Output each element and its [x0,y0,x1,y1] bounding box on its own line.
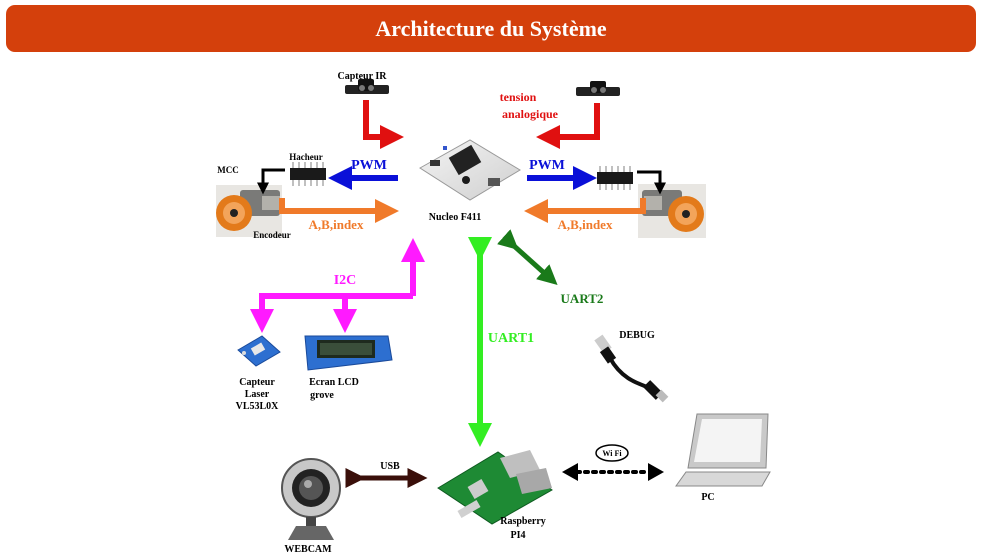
usb-debug-cable-icon [594,334,669,403]
laser-label-3: VL53L0X [236,401,280,412]
analog-voltage-label-1: tension [500,90,537,104]
enc-left-label: A,B,index [309,217,364,232]
raspberry-label-2: PI4 [511,530,526,541]
enc-right-label: A,B,index [558,217,613,232]
wifi-arrowhead-right [648,463,664,481]
motor-right-icon [638,184,706,238]
page-title: Architecture du Système [375,15,607,41]
nucleo-board-icon [419,139,521,201]
encodeur-label: Encodeur [253,230,291,240]
hacheur-to-motor-right-arrow [637,170,666,195]
raspberry-label-1: Raspberry [500,516,546,527]
title-banner: Architecture du Système [6,5,976,52]
laser-label-1: Capteur [239,377,275,388]
pwm-right-label: PWM [529,158,565,173]
debug-label: DEBUG [619,330,655,341]
uart1-label: UART1 [488,331,534,346]
wifi-logo-icon: Wi Fi [595,444,629,462]
ir-sensor-label: Capteur IR [338,71,388,82]
hacheur-right-icon [597,166,633,190]
svg-text:Wi Fi: Wi Fi [602,449,622,458]
nucleo-label: Nucleo F411 [429,212,482,223]
ir-right-arrow [536,103,600,149]
hacheur-to-motor-left-arrow [257,168,285,195]
pwm-left-label: PWM [351,158,387,173]
encoder-right-arrow [524,198,646,223]
mcc-label: MCC [217,165,239,175]
webcam-icon [281,458,341,540]
laser-sensor-icon [237,335,281,367]
encoder-left-arrow [279,198,399,223]
usb-label: USB [380,461,400,472]
webcam-label: WEBCAM [284,544,332,555]
pc-label: PC [701,492,714,503]
analog-voltage-label-2: analogique [502,107,559,121]
ir-sensor-left-icon [345,79,389,94]
ir-sensor-right-icon [576,81,620,96]
laser-label-2: Laser [245,389,270,400]
wifi-arrowhead-left [562,463,578,481]
uart2-arrow [497,229,558,286]
uart2-label: UART2 [561,291,604,306]
lcd-label-2: grove [310,390,334,401]
hacheur-label: Hacheur [289,152,323,162]
lcd-label-1: Ecran LCD [309,377,359,388]
hacheur-left-icon [290,162,326,186]
motor-left-icon [216,185,282,237]
i2c-label: I2C [334,273,357,288]
raspberry-pi-icon [437,450,553,525]
ir-left-arrow [363,100,404,149]
lcd-screen-icon [304,335,393,371]
pc-icon [675,413,771,487]
